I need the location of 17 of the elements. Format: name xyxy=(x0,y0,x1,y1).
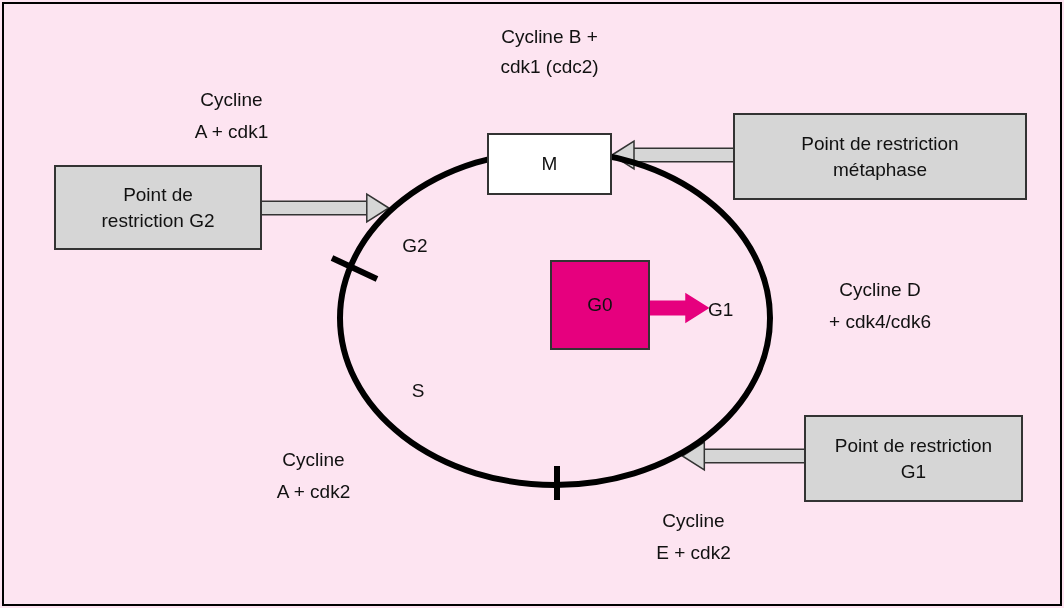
complex-label: Cycline A + cdk1 xyxy=(193,88,270,144)
complex-label: Cycline A + cdk2 xyxy=(275,448,352,504)
complex-label: Cycline D + cdk4/cdk6 xyxy=(828,278,932,334)
phase-box: G0 xyxy=(550,260,650,350)
block-arrow xyxy=(680,440,804,472)
complex-label: Cycline E + cdk2 xyxy=(655,509,732,565)
phase-label: G2 xyxy=(401,234,429,258)
checkpoint-box: Point de restriction métaphase xyxy=(733,113,1027,200)
complex-label: Cycline B + cdk1 (cdc2) xyxy=(499,25,600,79)
block-arrow xyxy=(610,139,733,171)
block-arrow xyxy=(262,192,391,224)
checkpoint-box: Point de restriction G2 xyxy=(54,165,262,250)
phase-label: S xyxy=(410,379,426,403)
phase-label: G1 xyxy=(708,292,748,328)
phase-box: M xyxy=(487,133,612,195)
block-arrow xyxy=(650,292,710,324)
checkpoint-box: Point de restriction G1 xyxy=(804,415,1023,502)
